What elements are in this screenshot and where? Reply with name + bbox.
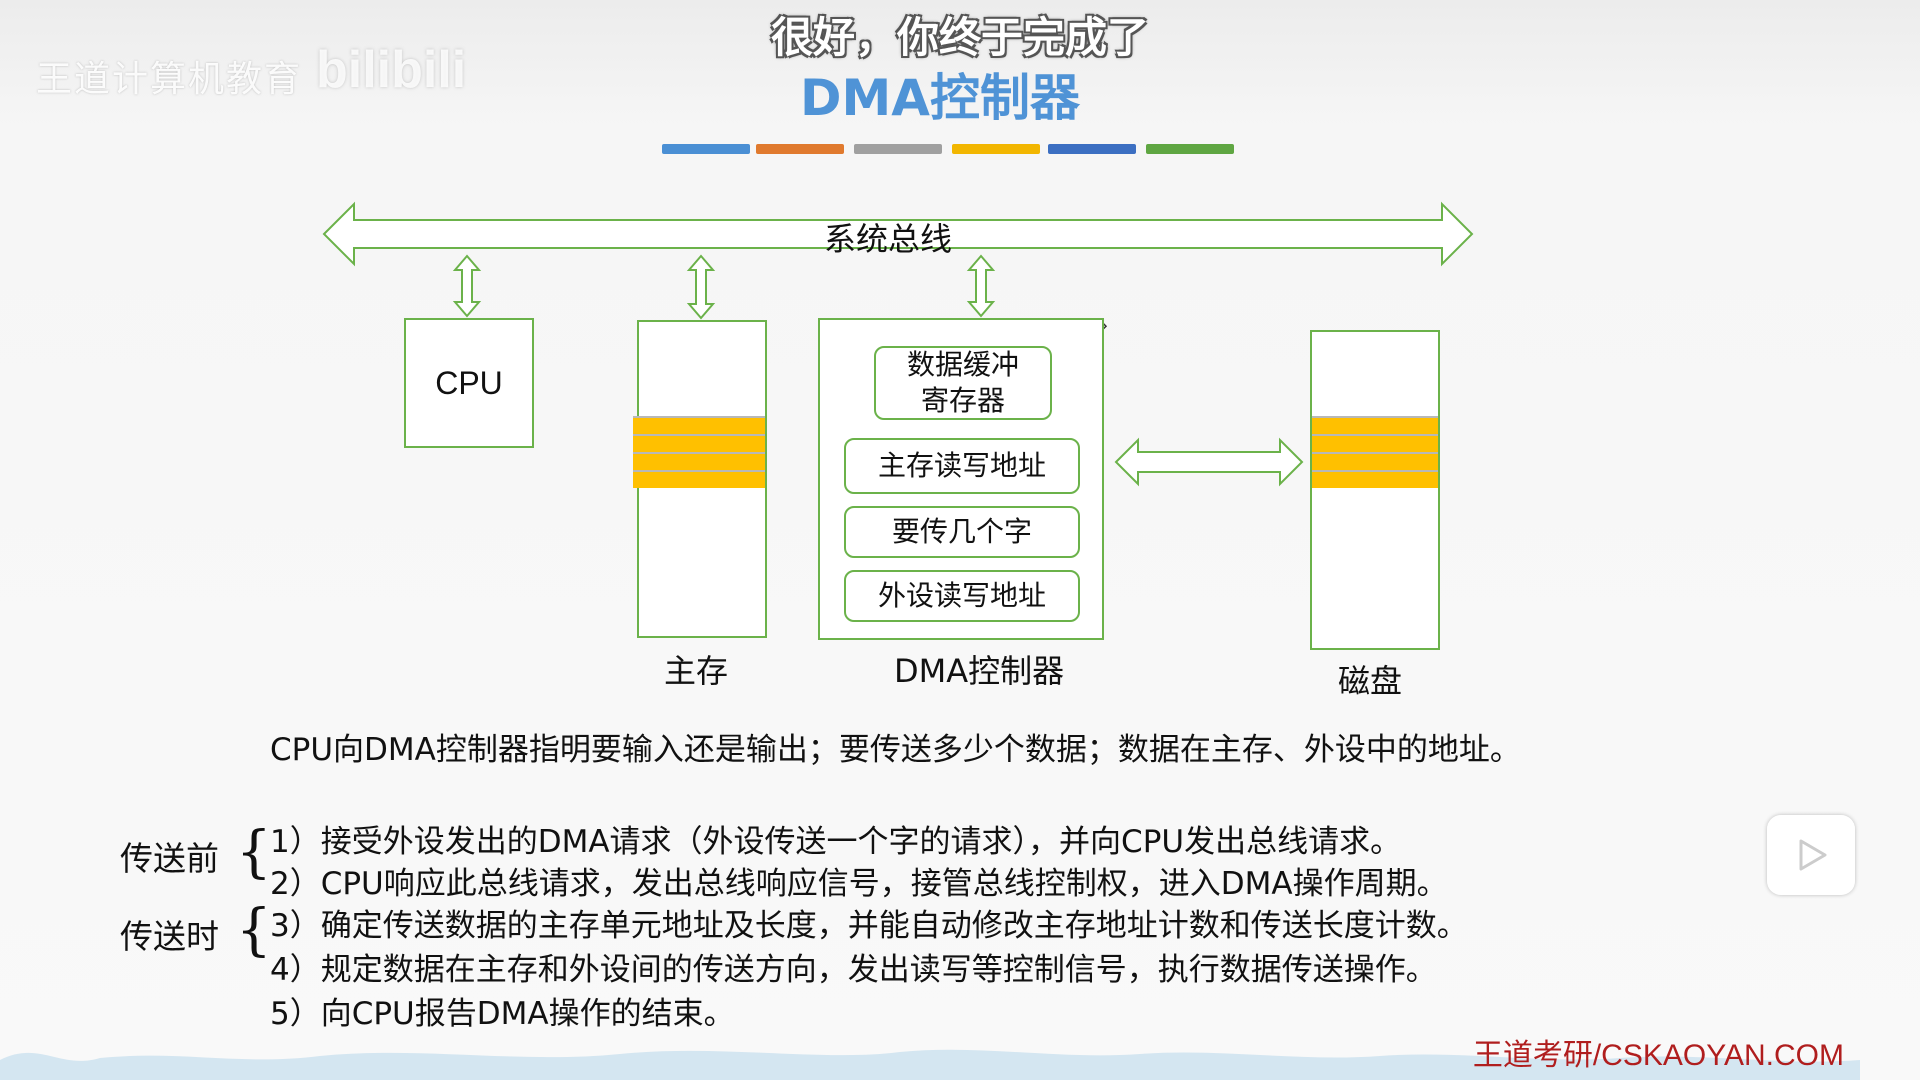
before-transfer-label: 传送前: [120, 839, 219, 878]
disk-data-cell: [1312, 470, 1438, 488]
disk-data-cell: [1312, 434, 1438, 452]
dma-controller-box: 数据缓冲 寄存器 主存读写地址 要传几个字 外设读写地址: [818, 318, 1104, 640]
word-count-register: 要传几个字: [844, 506, 1080, 558]
disk-data-cell: [1312, 416, 1438, 434]
memory-bus-arrow: [686, 254, 716, 320]
color-bar-segment: [1048, 144, 1136, 154]
during-transfer-label: 传送时: [120, 917, 219, 956]
memory-label: 主存: [664, 652, 729, 690]
step-item: 3）确定传送数据的主存单元地址及长度，并能自动修改主存地址计数和传送长度计数。: [270, 908, 1468, 944]
disk-data-cell: [1312, 452, 1438, 470]
disk-label: 磁盘: [1338, 662, 1403, 700]
video-subtitle: 很好，你终于完成了: [770, 13, 1149, 62]
play-icon: [1799, 839, 1827, 871]
cpu-box: CPU: [404, 318, 534, 448]
bus-label: 系统总线: [824, 220, 953, 258]
brace-before: {: [236, 820, 272, 885]
dma-bus-arrow: [966, 254, 996, 318]
memory-data-cell: [633, 452, 765, 470]
slide-title: DMA控制器: [800, 69, 1080, 127]
device-address-register: 外设读写地址: [844, 570, 1080, 622]
dma-label: DMA控制器: [894, 652, 1065, 690]
color-bar-segment: [756, 144, 844, 154]
color-bar-segment: [1146, 144, 1234, 154]
disk-box: [1310, 330, 1440, 650]
play-button[interactable]: [1767, 815, 1855, 895]
step-item: 1）接受外设发出的DMA请求（外设传送一个字的请求），并向CPU发出总线请求。: [270, 824, 1402, 860]
color-bar-segment: [952, 144, 1040, 154]
bottom-wave-decoration: [0, 1049, 1860, 1080]
watermark-text: 王道计算机教育: [36, 59, 303, 100]
step-item: 5）向CPU报告DMA操作的结束。: [270, 996, 735, 1032]
footer-brand: 王道考研/CSKAOYAN.COM: [1472, 1039, 1844, 1072]
memory-data-cell: [633, 434, 765, 452]
bilibili-logo: bilibili: [316, 41, 467, 99]
step-item: 2）CPU响应此总线请求，发出总线响应信号，接管总线控制权，进入DMA操作周期。: [270, 866, 1448, 902]
cpu-bus-arrow: [452, 254, 482, 318]
system-bus-arrow: [322, 201, 1474, 267]
data-buffer-register: 数据缓冲 寄存器: [874, 346, 1052, 420]
step-item: 4）规定数据在主存和外设间的传送方向，发出读写等控制信号，执行数据传送操作。: [270, 952, 1437, 988]
memory-data-cell: [633, 416, 765, 434]
brace-during: {: [236, 898, 272, 963]
memory-data-cell: [633, 470, 765, 488]
color-bar-segment: [662, 144, 750, 154]
dma-description: CPU向DMA控制器指明要输入还是输出；要传送多少个数据；数据在主存、外设中的地…: [270, 732, 1521, 768]
memory-address-register: 主存读写地址: [844, 438, 1080, 494]
color-bar-segment: [854, 144, 942, 154]
cpu-label: CPU: [435, 364, 503, 401]
dma-disk-arrow: [1114, 437, 1304, 487]
memory-box: [633, 320, 767, 638]
